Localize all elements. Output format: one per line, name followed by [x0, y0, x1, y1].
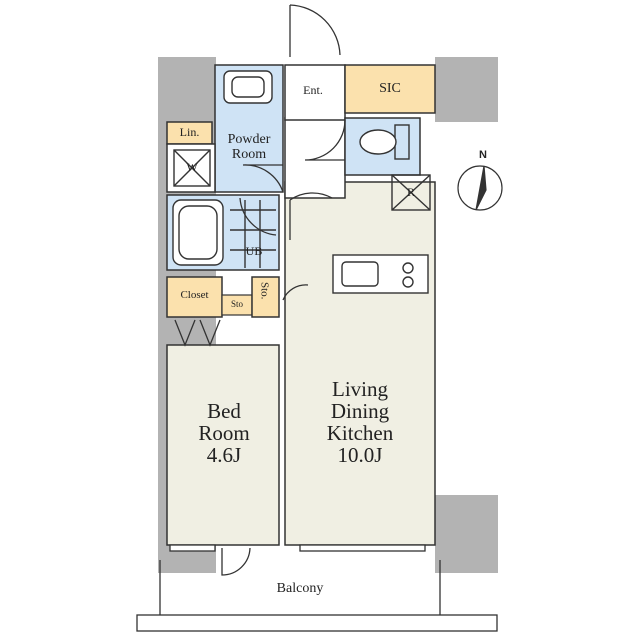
- bedroom-window: [169, 544, 216, 552]
- powder-door: [242, 164, 284, 193]
- storage-door: [282, 284, 309, 301]
- kitchen-counter: [332, 254, 429, 294]
- entrance-label: Ent.: [303, 83, 323, 97]
- bedroom-floor: [166, 344, 280, 546]
- doors: [174, 4, 346, 576]
- ldk-label: Living Dining Kitchen 10.0J: [300, 378, 420, 466]
- compass: [457, 165, 503, 211]
- washbasin-bowl: [231, 76, 265, 98]
- sic-floor: [344, 64, 436, 114]
- compass-needle: [475, 165, 487, 211]
- ldk-line1: Living: [332, 377, 388, 401]
- hall-floor: [284, 117, 346, 199]
- ldk-line2: Dining: [330, 399, 390, 424]
- bedroom-size: 4.6J: [206, 443, 242, 468]
- bath-label: UB: [245, 244, 263, 258]
- front-door: [289, 4, 341, 57]
- windows: [169, 544, 426, 552]
- entrance-floor: [284, 64, 346, 121]
- balcony: [136, 560, 498, 632]
- powder-line2: Room: [231, 146, 267, 162]
- ldk-line3: Kitchen: [326, 421, 394, 446]
- washer-label: W: [186, 160, 198, 174]
- washbasin: [223, 70, 273, 104]
- compass-north-label: N: [479, 149, 487, 161]
- toilet-bowl: [359, 129, 397, 155]
- storage-floor: [251, 276, 280, 318]
- powder-line1: Powder: [227, 132, 271, 147]
- fixtures: [172, 70, 431, 294]
- closet-label: Closet: [180, 289, 209, 301]
- outer-wall-bottom-right: [435, 495, 498, 573]
- ldk-floor: [284, 181, 436, 546]
- bedroom-line1: Bed: [207, 399, 241, 423]
- sic-label: SIC: [379, 81, 401, 96]
- bedroom-label: Bed Room 4.6J: [180, 400, 268, 466]
- storage-label: Sto.: [258, 282, 271, 300]
- bath-door: [239, 197, 277, 236]
- refrigerator-label: R: [406, 185, 415, 199]
- balcony-label: Balcony: [276, 581, 324, 596]
- balcony-door: [221, 547, 251, 576]
- bathtub-inner: [178, 205, 218, 260]
- closet-door: [174, 319, 221, 347]
- linen-label: Lin.: [179, 125, 200, 139]
- bathtub: [172, 199, 224, 266]
- compass-ring: [457, 165, 503, 211]
- powder-room-label: Powder Room: [218, 132, 280, 162]
- bedroom-line2: Room: [198, 421, 250, 446]
- washer-pan: [173, 149, 211, 187]
- ldk-door: [289, 192, 333, 240]
- balcony-rail: [136, 614, 498, 632]
- kitchen-sink: [341, 261, 379, 287]
- refrigerator-space: [391, 174, 431, 211]
- wc-door: [304, 119, 346, 161]
- stove-burner-2: [402, 276, 414, 288]
- storage-small-label: Sto: [230, 299, 243, 309]
- washer-area: [166, 143, 216, 193]
- ldk-size: 10.0J: [337, 443, 383, 468]
- ldk-window: [299, 544, 426, 552]
- outer-wall-top-right: [435, 57, 498, 122]
- stove-burner-1: [402, 262, 414, 274]
